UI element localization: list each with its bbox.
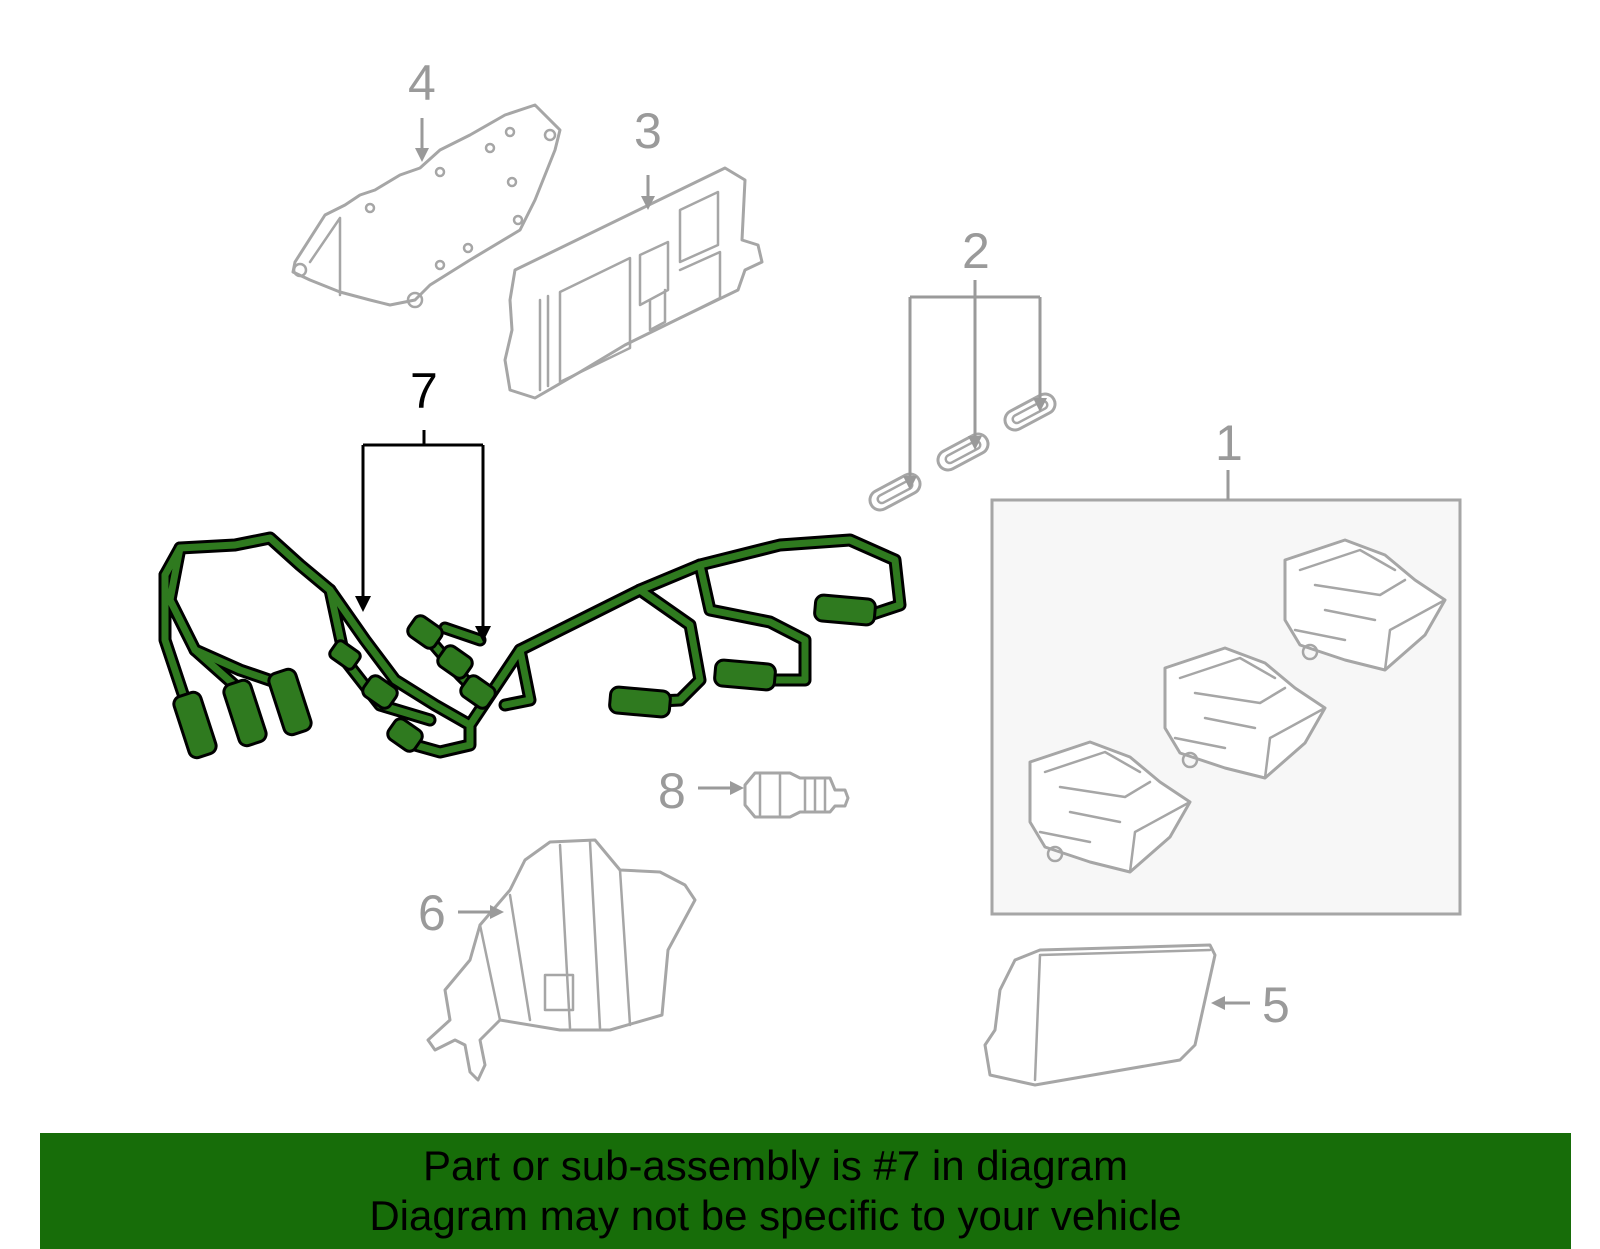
callout-7: 7 [410, 363, 438, 419]
part-7-ignition-wires[interactable] [158, 531, 907, 760]
part-6-bracket[interactable] [426, 838, 697, 1082]
info-banner: Part or sub-assembly is #7 in diagram Di… [40, 1133, 1571, 1249]
callout-4: 4 [408, 55, 436, 111]
callout-labels: 1 2 3 4 5 6 7 8 [408, 55, 1290, 1033]
part-1-coil-group[interactable] [990, 498, 1462, 916]
leader-lines [355, 118, 1250, 1010]
banner-line-1: Part or sub-assembly is #7 in diagram [423, 1142, 1128, 1189]
callout-3: 3 [634, 103, 662, 159]
part-2-clips[interactable] [866, 390, 1058, 513]
callout-1: 1 [1215, 415, 1243, 471]
part-5-module[interactable] [983, 943, 1217, 1087]
part-4-cover[interactable] [291, 103, 562, 309]
wire-fills [161, 534, 904, 756]
part-3-bracket[interactable] [503, 166, 764, 400]
callout-5: 5 [1262, 977, 1290, 1033]
callout-6: 6 [418, 885, 446, 941]
part-8-spark-plug[interactable] [743, 771, 850, 819]
plug-boots [172, 593, 877, 760]
callout-2: 2 [962, 223, 990, 279]
callout-8: 8 [658, 763, 686, 819]
banner-line-2: Diagram may not be specific to your vehi… [369, 1192, 1182, 1239]
